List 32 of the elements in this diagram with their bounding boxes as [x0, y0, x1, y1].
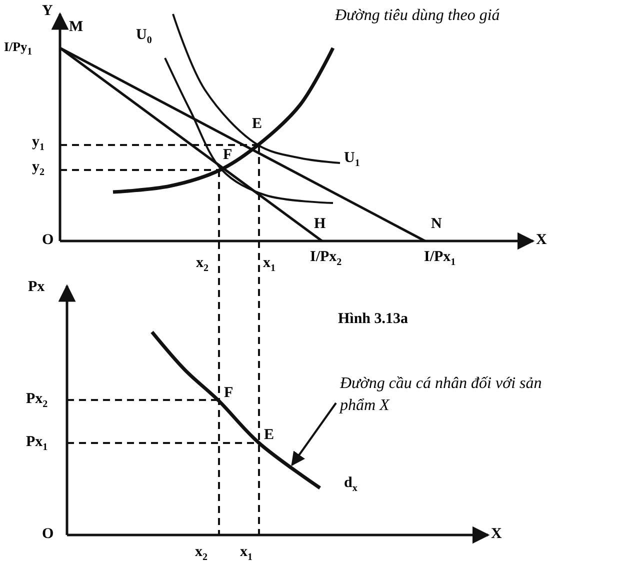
curve-label: U$_{1}$ — [344, 151, 360, 169]
point-label: E — [264, 428, 274, 443]
point-label: F — [223, 148, 232, 163]
point-label: F — [224, 386, 234, 401]
axis-value: I/Px$_{1}$ — [424, 250, 456, 268]
axis-value: y$_{2}$ — [32, 160, 44, 178]
point-label: E — [252, 117, 262, 132]
axis-value: I/Py$_{1}$ — [4, 40, 32, 58]
origin-label: O — [42, 527, 54, 542]
origin-label: O — [42, 233, 54, 248]
curve-label: d$_{x}$ — [344, 476, 358, 494]
axis-label: X — [536, 233, 547, 248]
axis-value: Px$_{2}$ — [26, 392, 48, 410]
axis-value: x$_{1}$ — [263, 256, 276, 274]
axis-value: I/Px$_{2}$ — [310, 250, 342, 268]
axis-value: Px$_{1}$ — [26, 435, 48, 453]
axis-value: x$_{1}$ — [240, 545, 252, 563]
axis-value: y$_{1}$ — [32, 135, 44, 153]
axis-label: Px — [28, 280, 45, 295]
point-label: M — [69, 20, 84, 35]
axis-value: x$_{2}$ — [195, 545, 208, 563]
axis-value: x$_{2}$ — [196, 256, 208, 274]
curve-label: Đường tiêu dùng theo giá — [335, 8, 500, 24]
demand-curve — [150, 330, 321, 490]
point-label: H — [314, 217, 326, 232]
curve-label: U$_{0}$ — [136, 28, 152, 46]
axis-label: X — [491, 527, 502, 542]
figure-caption: Hình 3.13a — [338, 311, 408, 328]
leader-arrow — [291, 402, 337, 466]
callout-text: Đường cầu cá nhân đối với sản phẩm X — [340, 373, 565, 416]
point-label: N — [431, 217, 442, 232]
axis-label: Y — [42, 4, 53, 19]
